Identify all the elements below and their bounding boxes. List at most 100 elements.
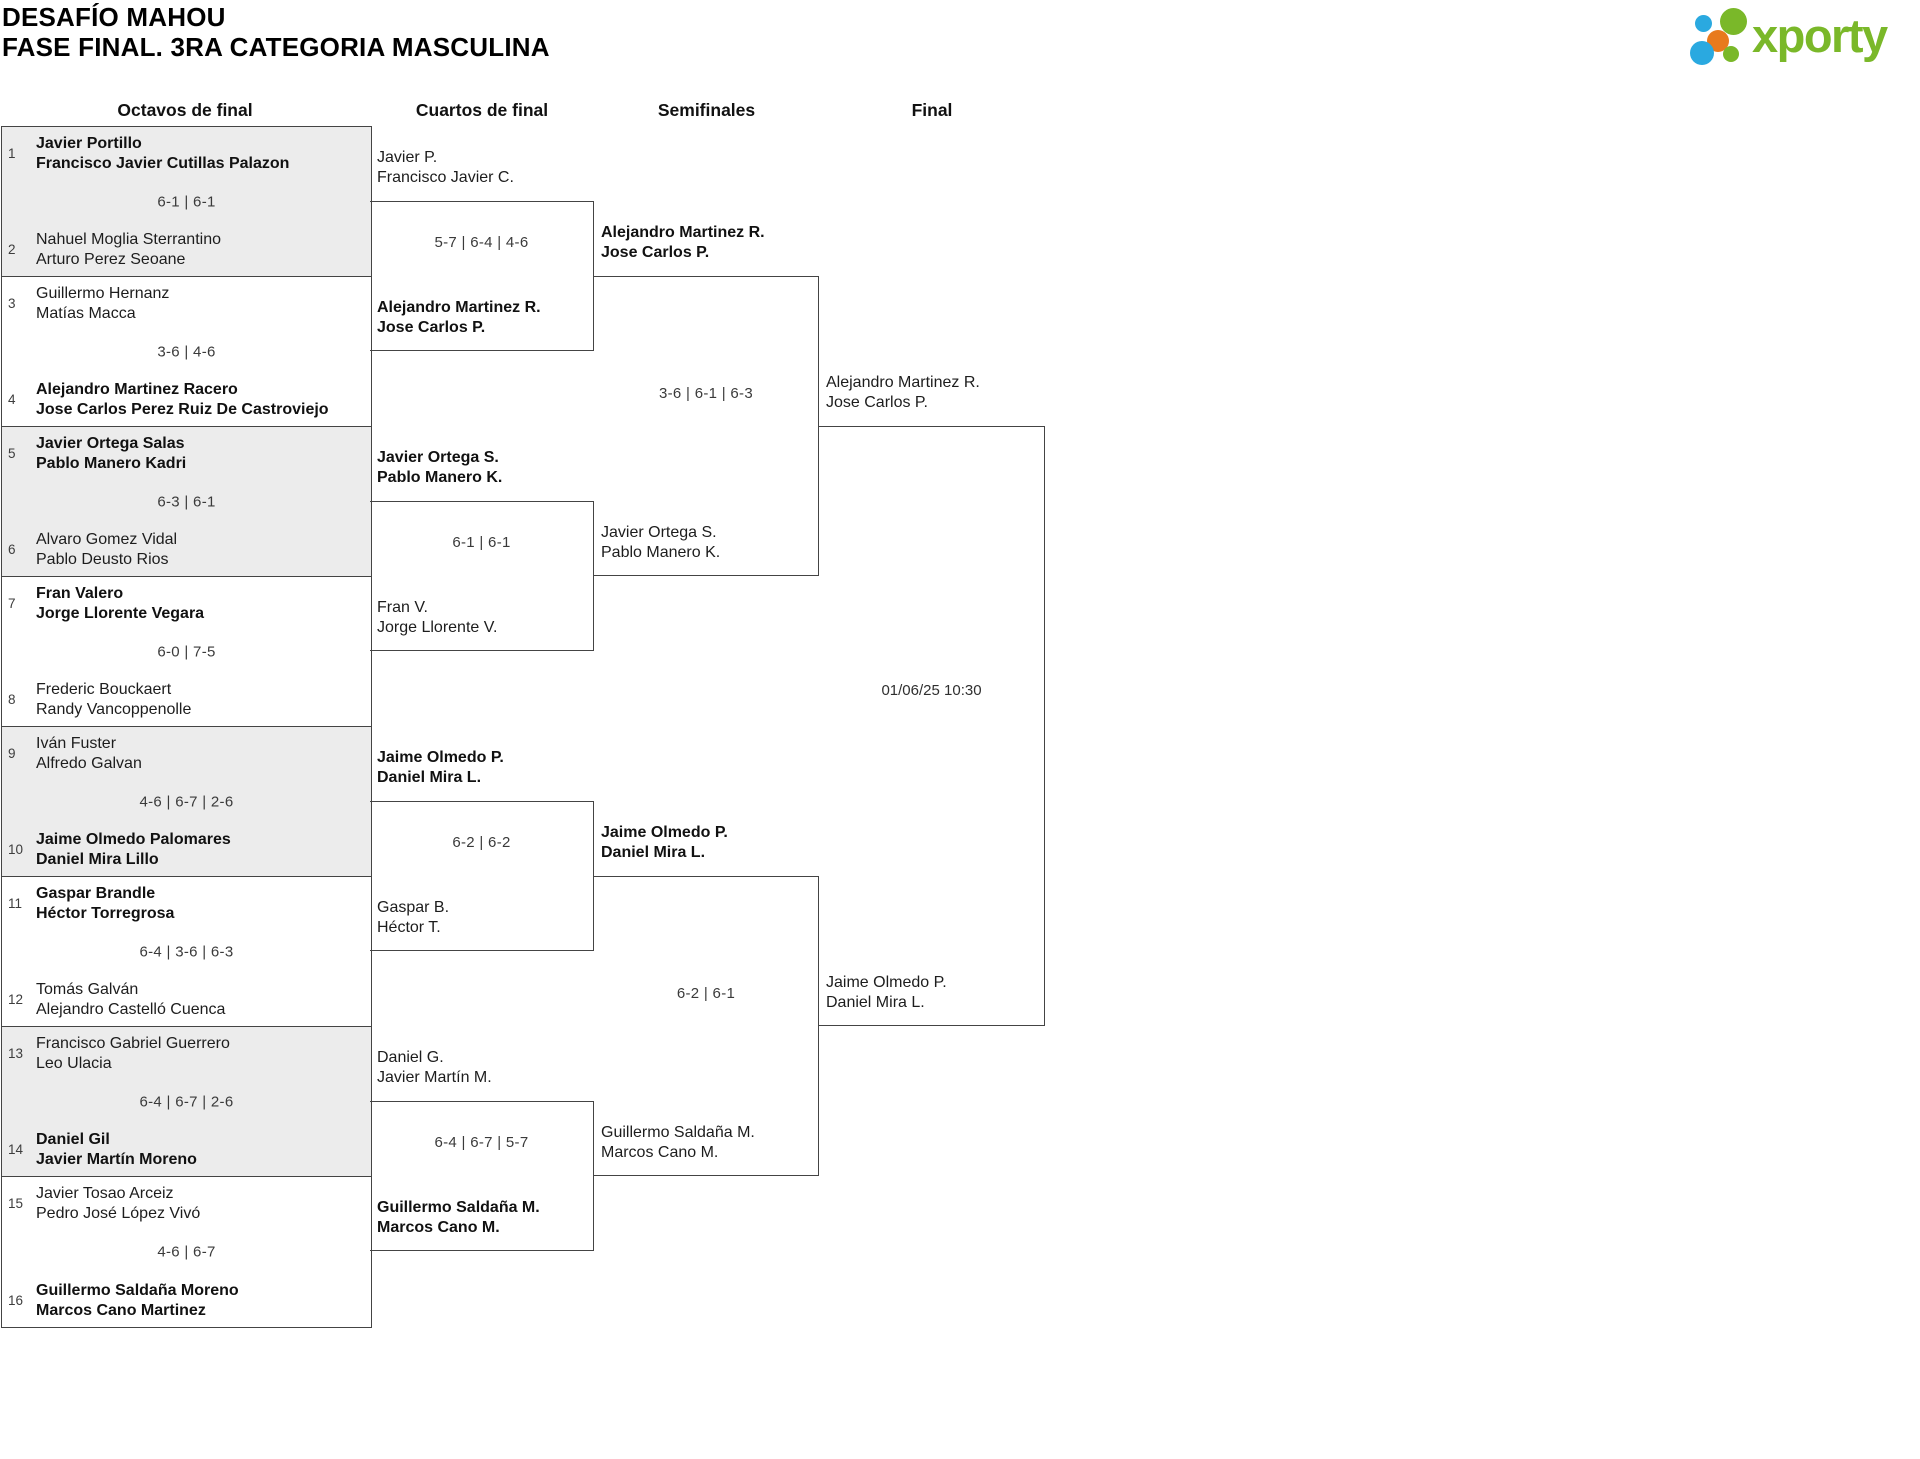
team-name: Gaspar B. [377,899,450,916]
team-name: Guillermo Saldaña M. [377,1199,540,1216]
team-name: Alejandro Castelló Cuenca [36,1000,226,1018]
team-name: Nahuel Moglia Sterrantino [36,231,221,248]
team-label: Guillermo Saldaña M. Marcos Cano M. [601,1123,755,1162]
match-score: 6-1 | 6-1 [157,193,216,210]
team-name: Arturo Perez Seoane [36,250,186,268]
octavos-column: 1 Javier Portillo Francisco Javier Cutil… [1,126,372,1328]
team-name: Jorge Llorente V. [377,618,498,636]
cuartos-match-4: Daniel G. Javier Martín M. 6-4 | 6-7 | 5… [370,1049,594,1251]
seed-number: 2 [8,242,16,257]
team-name: Jose Carlos Perez Ruiz De Castroviejo [36,400,329,418]
match-score: 3-6 | 4-6 [157,343,216,360]
team-label: Alejandro Martinez R. Jose Carlos P. [601,223,765,262]
team-entry: 16 Guillermo Saldaña Moreno Marcos Cano … [8,1281,367,1320]
team-name: Héctor Torregrosa [36,904,175,922]
team-entry: 8 Frederic Bouckaert Randy Vancoppenolle [8,680,367,719]
final-match: Alejandro Martinez R. Jose Carlos P. 01/… [819,374,1045,1026]
team-name: Jaime Olmedo Palomares [36,831,231,848]
team-name: Alfredo Galvan [36,754,142,772]
cuartos-match-1: Javier P. Francisco Javier C. 5-7 | 6-4 … [370,149,594,351]
team-name: Francisco Javier C. [377,168,514,186]
team-name: Javier Ortega Salas [36,435,185,452]
xporty-logo: xporty [1688,6,1914,68]
team-name: Javier Portillo [36,135,142,152]
team-name: Jaime Olmedo P. [826,974,947,991]
seed-number: 9 [8,746,16,761]
match-score: 6-3 | 6-1 [157,493,216,510]
team-label: Daniel G. Javier Martín M. [377,1048,492,1087]
team-name: Gaspar Brandle [36,885,156,902]
team-name: Marcos Cano M. [377,1218,500,1236]
team-label: Javier Ortega S. Pablo Manero K. [377,448,502,487]
match-cell-1: 1 Javier Portillo Francisco Javier Cutil… [2,127,371,277]
team-name: Daniel Mira L. [377,768,482,786]
team-name: Francisco Gabriel Guerrero [36,1035,230,1052]
match-score: 5-7 | 6-4 | 4-6 [434,234,529,251]
team-name: Pablo Manero K. [601,543,721,561]
match-score: 6-4 | 6-7 | 5-7 [434,1134,529,1151]
seed-number: 12 [8,992,24,1007]
semifinal-match-1: Alejandro Martinez R. Jose Carlos P. 3-6… [594,224,819,576]
team-label: Guillermo Saldaña M. Marcos Cano M. [377,1198,540,1237]
match-score: 6-1 | 6-1 [452,534,511,551]
team-name: Francisco Javier Cutillas Palazon [36,154,290,172]
team-label: Jaime Olmedo P. Daniel Mira L. [601,823,728,862]
logo-dot-icon [1695,15,1712,32]
team-name: Javier Ortega S. [377,449,499,466]
seed-number: 13 [8,1046,24,1061]
round-header-semifinales: Semifinales [657,100,756,120]
team-name: Jose Carlos P. [601,243,710,261]
seed-number: 10 [8,842,24,857]
team-name: Javier Martín M. [377,1068,492,1086]
team-entry: 2 Nahuel Moglia Sterrantino Arturo Perez… [8,230,367,269]
match-score: 6-2 | 6-2 [452,834,511,851]
team-name: Javier P. [377,149,438,166]
team-entry: 14 Daniel Gil Javier Martín Moreno [8,1130,367,1169]
team-name: Héctor T. [377,918,441,936]
semifinal-match-2: Jaime Olmedo P. Daniel Mira L. 6-2 | 6-1… [594,824,819,1176]
match-cell-3: 5 Javier Ortega Salas Pablo Manero Kadri… [2,427,371,577]
team-name: Tomás Galván [36,981,139,998]
team-entry: 4 Alejandro Martinez Racero Jose Carlos … [8,380,367,419]
seed-number: 4 [8,392,16,407]
team-name: Marcos Cano M. [601,1143,719,1161]
seed-number: 6 [8,542,16,557]
team-entry: 15 Javier Tosao Arceiz Pedro José López … [8,1184,367,1223]
team-entry: 1 Javier Portillo Francisco Javier Cutil… [8,134,367,173]
team-entry: 7 Fran Valero Jorge Llorente Vegara [8,584,367,623]
team-name: Alejandro Martinez R. [601,224,765,241]
team-name: Daniel Mira L. [826,993,925,1011]
match-cell-7: 13 Francisco Gabriel Guerrero Leo Ulacia… [2,1027,371,1177]
team-entry: 11 Gaspar Brandle Héctor Torregrosa [8,884,367,923]
team-name: Pablo Deusto Rios [36,550,169,568]
team-name: Guillermo Hernanz [36,285,170,302]
team-name: Jaime Olmedo P. [601,824,728,841]
phase-category: FASE FINAL. 3RA CATEGORIA MASCULINA [2,32,550,62]
team-name: Pedro José López Vivó [36,1204,201,1222]
team-name: Marcos Cano Martinez [36,1301,206,1319]
team-entry: 10 Jaime Olmedo Palomares Daniel Mira Li… [8,830,367,869]
team-name: Randy Vancoppenolle [36,700,192,718]
team-name: Daniel Mira L. [601,843,706,861]
team-name: Javier Ortega S. [601,524,717,541]
seed-number: 5 [8,446,16,461]
team-entry: 6 Alvaro Gomez Vidal Pablo Deusto Rios [8,530,367,569]
team-name: Fran Valero [36,585,124,602]
team-label: Gaspar B. Héctor T. [377,898,449,937]
team-label: Alejandro Martinez R. Jose Carlos P. [826,373,980,412]
seed-number: 8 [8,692,16,707]
team-name: Guillermo Saldaña Moreno [36,1282,239,1299]
team-entry: 3 Guillermo Hernanz Matías Macca [8,284,367,323]
team-label: Javier P. Francisco Javier C. [377,148,514,187]
team-name: Javier Martín Moreno [36,1150,197,1168]
round-header-cuartos: Cuartos de final [415,100,549,120]
seed-number: 7 [8,596,16,611]
match-score: 6-4 | 3-6 | 6-3 [139,943,234,960]
match-score: 6-2 | 6-1 [676,985,736,1002]
team-name: Jaime Olmedo P. [377,749,504,766]
team-name: Pablo Manero K. [377,468,503,486]
team-name: Guillermo Saldaña M. [601,1124,755,1141]
cuartos-match-3: Jaime Olmedo P. Daniel Mira L. 6-2 | 6-2… [370,749,594,951]
match-score: 6-0 | 7-5 [157,643,216,660]
match-score: 3-6 | 6-1 | 6-3 [658,385,753,402]
